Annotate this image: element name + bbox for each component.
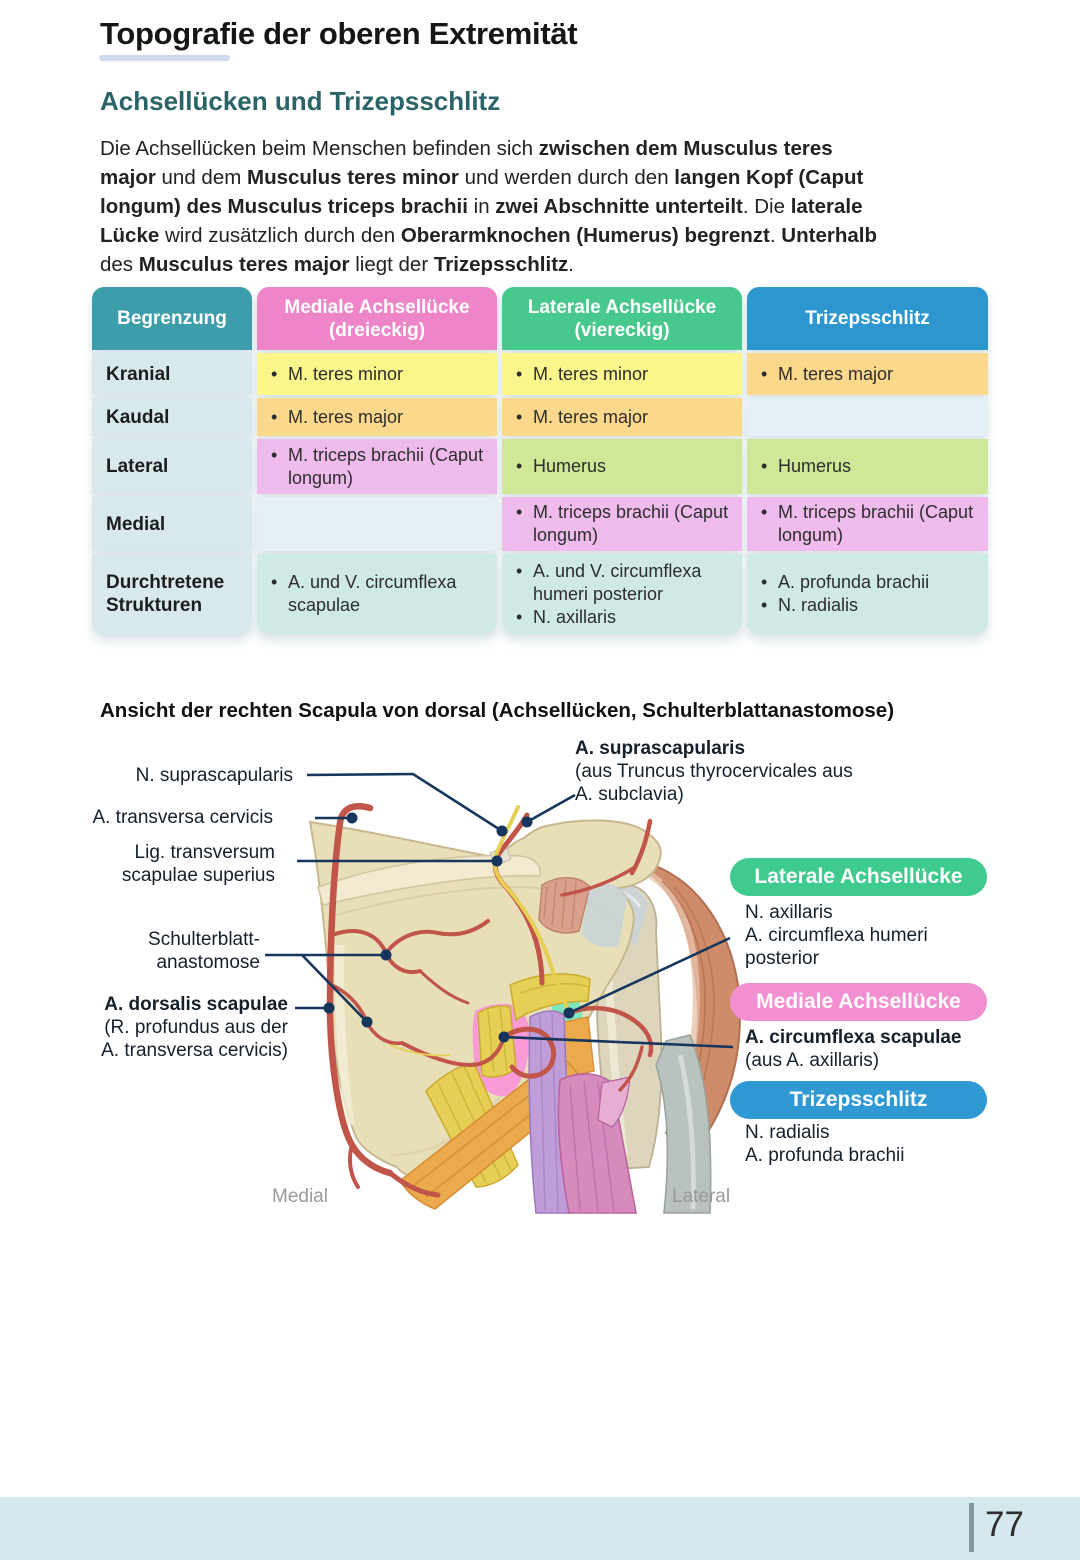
page-number: 77 — [985, 1505, 1024, 1544]
scapula-illustration — [265, 772, 741, 1214]
table-cell-item: Humerus — [516, 455, 730, 478]
gap-pill: Laterale Achsellücke — [730, 858, 987, 896]
table-cell: M. teres minor — [257, 353, 497, 395]
figure-label-line: Schulterblatt- — [148, 929, 260, 950]
table-cell-item: A. profunda brachii — [761, 571, 976, 594]
figure-label: N. suprascapularis — [136, 764, 293, 787]
gap-pill-details: A. circumflexa scapulae(aus A. axillaris… — [745, 1026, 985, 1072]
section-heading: Achsellücken und Trizepsschlitz — [100, 86, 501, 116]
figure-label-line: anastomose — [156, 952, 260, 973]
row-label: Lateral — [92, 439, 252, 494]
table-cell-item: M. teres major — [271, 406, 485, 429]
table-cell: A. und V. circumflexa scapulae — [257, 554, 497, 634]
detail-line: A. circumflexa humeri posterior — [745, 925, 928, 969]
figure-label-line: scapulae superius — [121, 865, 275, 886]
column-header-label: Trizepsschlitz — [805, 308, 930, 329]
column-header-label: Mediale Achsellücke — [284, 296, 470, 318]
intro-paragraph: Die Achsellücken beim Menschen befinden … — [100, 134, 1000, 279]
footer-band — [0, 1497, 1080, 1560]
table-cell-item: M. teres major — [516, 406, 730, 429]
table-cell: Humerus — [502, 439, 742, 494]
table-cell: M. triceps brachii (Caput longum) — [747, 497, 988, 551]
table-cell — [747, 398, 988, 436]
figure-label-a-suprascapularis: A. suprascapularis(aus Truncus thyrocerv… — [575, 737, 853, 806]
triceps-lateral-head-muscle — [557, 1073, 637, 1214]
gap-pill: Mediale Achsellücke — [730, 983, 987, 1021]
column-header-sublabel: (viereckig) — [574, 319, 670, 341]
title-underline — [99, 55, 230, 61]
paragraph-line: Die Achsellücken beim Menschen befinden … — [100, 137, 833, 160]
page-title: Topografie der oberen Extremität — [100, 16, 578, 51]
row-label: Kranial — [92, 353, 252, 395]
figure-label-line: A. dorsalis scapulae — [104, 994, 288, 1015]
orientation-medial: Medial — [272, 1186, 328, 1207]
table-cell-item: M. triceps brachii (Caput longum) — [761, 501, 976, 547]
detail-line: A. profunda brachii — [745, 1145, 905, 1166]
paragraph-line: des Musculus teres major liegt der Trize… — [100, 253, 574, 276]
figure-label-line: A. transversa cervicis) — [101, 1040, 288, 1061]
row-label: Kaudal — [92, 398, 252, 436]
column-header-sublabel: (dreieckig) — [328, 319, 426, 341]
table-cell: M. teres major — [502, 398, 742, 436]
table-cell-item: A. und V. circumflexa scapulae — [271, 571, 485, 617]
figure-label-line: N. suprascapularis — [135, 765, 293, 786]
row-label: Medial — [92, 497, 252, 551]
table-cell-item: Humerus — [761, 455, 976, 478]
table-cell-item: M. triceps brachii (Caput longum) — [516, 501, 730, 547]
triceps-tendon — [655, 1034, 712, 1214]
table-cell: M. triceps brachii (Caput longum) — [257, 439, 497, 494]
figure-label-line: A. transversa cervicis — [92, 807, 273, 828]
boundaries-table: Begrenzung Mediale Achsellücke(dreieckig)… — [92, 287, 988, 634]
figure-label-line: Lig. transversum — [134, 842, 275, 863]
table-cell: A. profunda brachiiN. radialis — [747, 554, 988, 634]
table-cell-item: M. teres major — [761, 363, 976, 386]
detail-line: N. axillaris — [745, 902, 833, 923]
table-cell-item: A. und V. circumflexa humeri posterior — [516, 560, 730, 606]
table-cell: A. und V. circumflexa humeri posteriorN.… — [502, 554, 742, 634]
figure-label: A. transversa cervicis — [92, 806, 273, 829]
column-header: Begrenzung — [92, 287, 252, 350]
figure-label: A. dorsalis scapulae(R. profundus aus de… — [101, 993, 288, 1062]
paragraph-line: longum) des Musculus triceps brachii in … — [100, 195, 863, 218]
figure-label: Schulterblatt-anastomose — [148, 928, 260, 974]
column-header: Trizepsschlitz — [747, 287, 988, 350]
table-cell-item: M. teres minor — [271, 363, 485, 386]
paragraph-line: Lücke wird zusätzlich durch den Oberarmk… — [100, 224, 877, 247]
footer-accent-bar — [969, 1503, 974, 1552]
column-header-label: Laterale Achsellücke — [527, 296, 717, 318]
row-label: Durchtretene Strukturen — [92, 554, 252, 634]
figure-label-line: A. suprascapularis — [575, 738, 746, 759]
figure-label-line: (aus Truncus thyrocervicales aus — [575, 761, 853, 782]
table-cell: M. teres major — [747, 353, 988, 395]
column-header: Laterale Achsellücke(viereckig) — [502, 287, 742, 350]
table-cell: M. teres minor — [502, 353, 742, 395]
table-cell: M. triceps brachii (Caput longum) — [502, 497, 742, 551]
figure-label-line: (R. profundus aus der — [104, 1017, 288, 1038]
gap-pill: Trizepsschlitz — [730, 1081, 987, 1119]
detail-line: A. circumflexa scapulae — [745, 1027, 962, 1048]
table-cell-item: N. radialis — [761, 594, 976, 617]
column-header: Mediale Achsellücke(dreieckig) — [257, 287, 497, 350]
triceps-long-head-muscle — [528, 1010, 572, 1214]
paragraph-line: major und dem Musculus teres minor und w… — [100, 166, 864, 189]
figure-title: Ansicht der rechten Scapula von dorsal (… — [100, 699, 895, 722]
table-cell-item: M. teres minor — [516, 363, 730, 386]
detail-line: (aus A. axillaris) — [745, 1050, 880, 1071]
column-header-label: Begrenzung — [117, 308, 227, 329]
detail-line: N. radialis — [745, 1122, 830, 1143]
orientation-lateral: Lateral — [672, 1186, 731, 1207]
figure-label-line: A. subclavia) — [575, 784, 684, 805]
table-cell — [257, 497, 497, 551]
table-cell-item: M. triceps brachii (Caput longum) — [271, 444, 485, 490]
suprascapular-nerve — [389, 805, 571, 1057]
table-cell: M. teres major — [257, 398, 497, 436]
leader-lines — [265, 772, 734, 1049]
table-cell: Humerus — [747, 439, 988, 494]
table-cell-item: N. axillaris — [516, 606, 730, 629]
